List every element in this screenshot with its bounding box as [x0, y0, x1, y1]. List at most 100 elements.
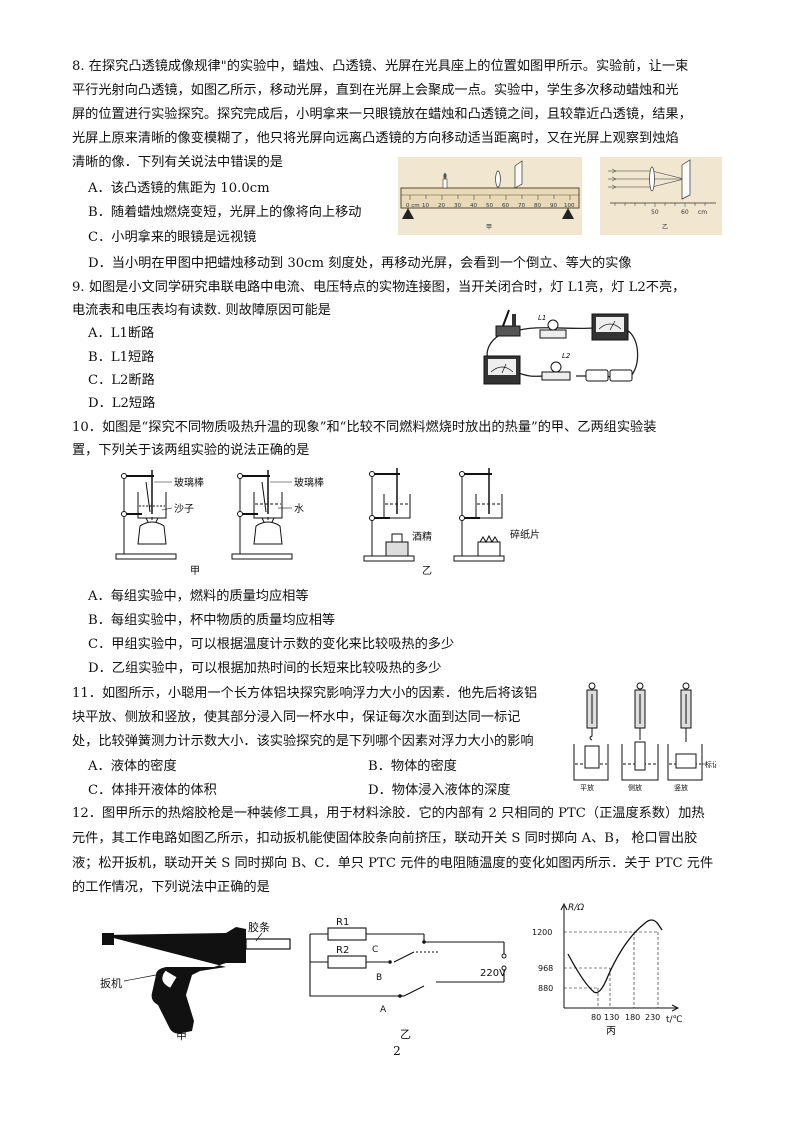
label-trigger: 扳机 — [100, 976, 122, 990]
y-tick-1200: 1200 — [532, 928, 552, 937]
q12-line-4: 的工作情况，下列说法中正确的是 — [72, 880, 270, 895]
setup-sand — [115, 470, 177, 560]
lens-icon — [495, 170, 501, 188]
bench-unit: 0 cm — [406, 203, 420, 209]
q8-line-1: 8. 在探究凸透镜成像规律"的实验中，蜡烛、凸透镜、光屏在光具座上的位置如图甲所… — [72, 59, 689, 74]
spring-scale-icon — [634, 682, 646, 740]
q8-focus-figure: 50 60 cm 乙 — [600, 157, 722, 235]
q12-glue-gun-figure: 胶条 扳机 甲 — [100, 920, 291, 1041]
bulb-l1-icon: L1 — [538, 314, 567, 339]
beaker-icon — [573, 744, 609, 781]
label-r2: R2 — [336, 945, 349, 956]
q8-option-a: A．该凸透镜的焦距为 10.0cm — [88, 181, 270, 196]
q12-circuit-figure: R1 R2 220V C B A 乙 — [309, 917, 507, 1040]
label-glass-rod-1: 玻璃棒 — [174, 476, 204, 489]
label-a: A — [380, 1005, 387, 1015]
q8-yi-photo-bg — [600, 157, 722, 235]
q9-option-c: C．L2断路 — [88, 373, 155, 388]
q12-fig-jia-label: 甲 — [176, 1029, 187, 1041]
l1-label: L1 — [538, 314, 546, 322]
y-tick-880: 880 — [538, 984, 553, 993]
label-water: 水 — [294, 503, 304, 515]
q8-line-4: 光屏上原来清晰的像变模糊了，他只将光屏向远离凸透镜的方向移动适当距离时，又在光屏… — [72, 131, 679, 146]
bench-tick-90: 90 — [550, 203, 557, 209]
bench-right-leg — [562, 208, 574, 219]
x-tick-130: 130 — [604, 1013, 619, 1022]
focus-tick-60: 60 — [681, 209, 689, 216]
q12-fig-yi-label: 乙 — [400, 1028, 411, 1040]
q9-option-a: A．L1断路 — [88, 326, 155, 341]
spring-scale-icon — [586, 682, 598, 741]
q10-fig-yi-label: 乙 — [422, 565, 432, 577]
bench-tick-70: 70 — [518, 203, 525, 209]
resistor-r1 — [327, 927, 367, 941]
page-number: 2 — [393, 1044, 401, 1058]
q11-option-c: C．体排开液体的体积 — [88, 783, 217, 798]
q11-option-d: D．物体浸入液体的深度 — [368, 783, 511, 798]
glue-stick-icon — [245, 938, 291, 950]
q10-option-c: C．甲组实验中，可以根据温度计示数的变化来比较吸热的多少 — [88, 637, 455, 652]
y-axis-label: R/Ω — [568, 903, 584, 913]
q11-line-3: 处，比较弹簧测力计示数大小．该实验探究的是下列哪个因素对浮力大小的影响 — [72, 734, 534, 749]
q11-option-a: A．液体的密度 — [88, 759, 177, 774]
q11-line-1: 11．如图所示，小聪用一个长方体铝块探究影响浮力大小的因素．他先后将该铝 — [72, 686, 538, 701]
screen-icon — [514, 160, 523, 189]
x-axis-label: t/℃ — [666, 1015, 683, 1025]
ammeter-icon — [591, 313, 629, 341]
candle-icon — [442, 173, 448, 189]
bench-left-leg — [402, 208, 414, 219]
voltmeter-icon — [483, 355, 521, 385]
setup-alcohol — [363, 468, 415, 562]
label-c: C — [372, 945, 378, 955]
q9-option-b: B．L1短路 — [88, 350, 155, 365]
beaker-icon — [667, 744, 703, 781]
q10-line-1: 10．如图是“探究不同物质吸热升温的现象”和“比较不同燃料燃烧时放出的热量”的甲… — [72, 420, 657, 435]
setup-paper — [453, 468, 505, 562]
label-glue: 胶条 — [248, 920, 270, 934]
y-tick-968: 968 — [538, 964, 553, 973]
q9-option-d: D．L2短路 — [88, 396, 156, 411]
focus-tick-50: 50 — [651, 209, 659, 216]
label-flat: 平放 — [580, 783, 594, 792]
q12-line-2: 元件，其工作电路如图乙所示，扣动扳机能使固体胶条向前挤压，联动开关 S 同时掷向… — [72, 831, 698, 846]
q11-option-b: B．物体的密度 — [368, 759, 457, 774]
switch-icon — [495, 309, 521, 337]
screen-icon — [681, 159, 691, 200]
label-glass-rod-2: 玻璃棒 — [294, 476, 324, 489]
circuit-wires — [309, 933, 505, 997]
spring-scale-icon — [680, 682, 692, 742]
x-tick-180: 180 — [625, 1013, 640, 1022]
q9-circuit-figure: L1 L2 — [483, 309, 639, 385]
label-upright: 竖放 — [674, 783, 688, 792]
q10-option-b: B．每组实验中，杯中物质的质量均应相等 — [88, 613, 336, 628]
x-tick-230: 230 — [645, 1013, 660, 1022]
q10-fig-jia-label: 甲 — [190, 566, 200, 577]
q10-option-a: A．每组实验中，燃料的质量均应相等 — [88, 589, 309, 604]
q12-fig-bing-label: 丙 — [606, 1026, 616, 1037]
q12-line-3: 液；松开扳机，联动开关 S 同时掷向 B、C．单只 PTC 元件的电阻随温度的变… — [72, 856, 714, 871]
q12-line-1: 12．图甲所示的热熔胶枪是一种装修工具，用于材料涂胶．它的内部有 2 只相同的 … — [72, 806, 705, 821]
label-side: 侧放 — [628, 783, 642, 792]
label-b: B — [376, 973, 382, 983]
q8-option-d: D．当小明在甲图中把蜡烛移动到 30cm 刻度处，再移动光屏，会看到一个倒立、等… — [88, 256, 632, 271]
battery-icon — [585, 369, 633, 382]
q11-line-2: 块平放、侧放和竖放，使其部分浸入同一杯水中，保证每次水面到达同一标记 — [72, 710, 521, 725]
q8-line-3: 屏的位置进行实验探究。探究完成后，小明拿来一只眼镜放在蜡烛和凸透镜之间，且较靠近… — [72, 107, 692, 122]
q8-line-5: 清晰的像．下列有关说法中错误的是 — [72, 155, 283, 170]
bench-tick-60: 60 — [502, 203, 509, 209]
bench-tick-100: 100 — [564, 203, 575, 209]
q9-line-2: 电流表和电压表均有读数. 则故障原因可能是 — [72, 303, 331, 318]
bench-tick-10: 10 — [422, 203, 429, 209]
bench-tick-40: 40 — [470, 203, 477, 209]
q9-line-1: 9. 如图是小文同学研究串联电路中电流、电压特点的实物连接图，当开关闭合时，灯 … — [72, 280, 686, 295]
label-r1: R1 — [336, 917, 349, 928]
q10-apparatus-figure: 玻璃棒 沙子 玻璃棒 水 — [115, 468, 540, 577]
resistor-r2 — [327, 955, 367, 969]
q8-line-2: 平行光射向凸透镜，如图乙所示，移动光屏，直到在光屏上会聚成一点。实验中，学生多次… — [72, 83, 679, 98]
bench-tick-50: 50 — [486, 203, 493, 209]
q10-line-2: 置，下列关于该两组实验的说法正确的是 — [72, 443, 310, 458]
l2-label: L2 — [562, 352, 571, 360]
guide-lines — [564, 931, 659, 1008]
q10-option-d: D．乙组实验中，可以根据加热时间的长短来比较吸热的多少 — [88, 661, 442, 676]
label-alcohol: 酒精 — [412, 530, 432, 543]
